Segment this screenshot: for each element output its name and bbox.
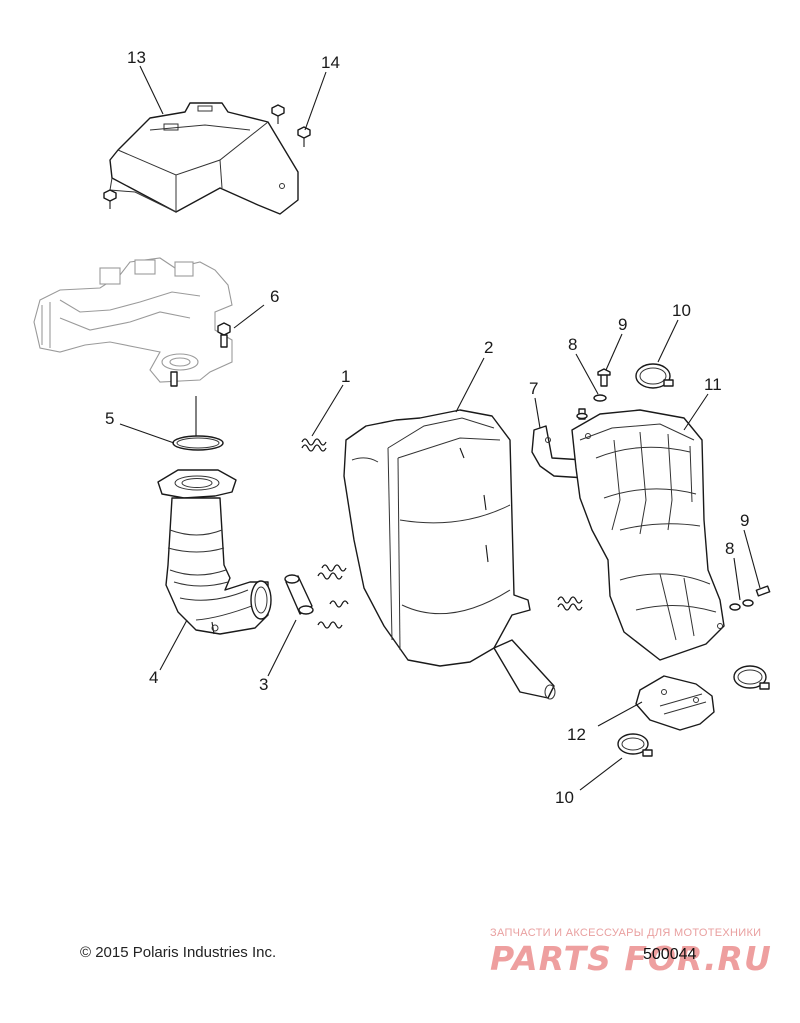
watermark-logo-text: PARTS FOR.RU [490, 939, 772, 978]
outlet-guard [635, 675, 715, 731]
watermark-tagline: ЗАПЧАСТИ И АКСЕССУАРЫ ДЛЯ МОТОТЕХНИКИ [490, 927, 762, 939]
callout-5: 5 [105, 409, 114, 428]
manifold-stud [170, 371, 178, 387]
callout-7: 7 [529, 379, 538, 398]
head-pipe-catalyst [157, 469, 272, 635]
shield-hardware-lower [729, 585, 771, 611]
callout-9-lower: 9 [740, 511, 749, 530]
exhaust-springs [301, 438, 583, 629]
muffler-heat-shield [571, 409, 725, 661]
callout-4: 4 [149, 668, 158, 687]
exhaust-coupler [284, 574, 314, 615]
exhaust-gasket [172, 435, 224, 451]
callout-13: 13 [127, 48, 146, 67]
callout-3: 3 [259, 675, 268, 694]
callout-2: 2 [484, 338, 493, 357]
heat-shield-bolts [103, 104, 311, 209]
callout-6: 6 [270, 287, 279, 306]
callout-12: 12 [567, 725, 586, 744]
callout-8-upper: 8 [568, 335, 577, 354]
copyright-text: © 2015 Polaris Industries Inc. [80, 944, 277, 961]
callout-9-upper: 9 [618, 315, 627, 334]
heat-shield-upper [109, 102, 299, 215]
exhaust-clamps [617, 363, 770, 757]
callout-1: 1 [341, 367, 350, 386]
exhaust-manifold [33, 257, 233, 383]
callout-labels: 13 14 6 5 4 3 1 2 7 8 9 10 11 9 8 12 10 [105, 48, 749, 807]
callout-10-lower: 10 [555, 788, 574, 807]
shield-hardware-upper [576, 368, 611, 420]
callout-8-lower: 8 [725, 539, 734, 558]
manifold-bolt [217, 322, 231, 348]
callout-14: 14 [321, 53, 340, 72]
figure-number: 500044 [643, 946, 697, 963]
callout-10-upper: 10 [672, 301, 691, 320]
callout-11: 11 [704, 375, 722, 394]
watermark-logo: PARTS FOR.RU [490, 939, 772, 978]
muffler [343, 409, 556, 700]
leader-lines [119, 65, 761, 791]
